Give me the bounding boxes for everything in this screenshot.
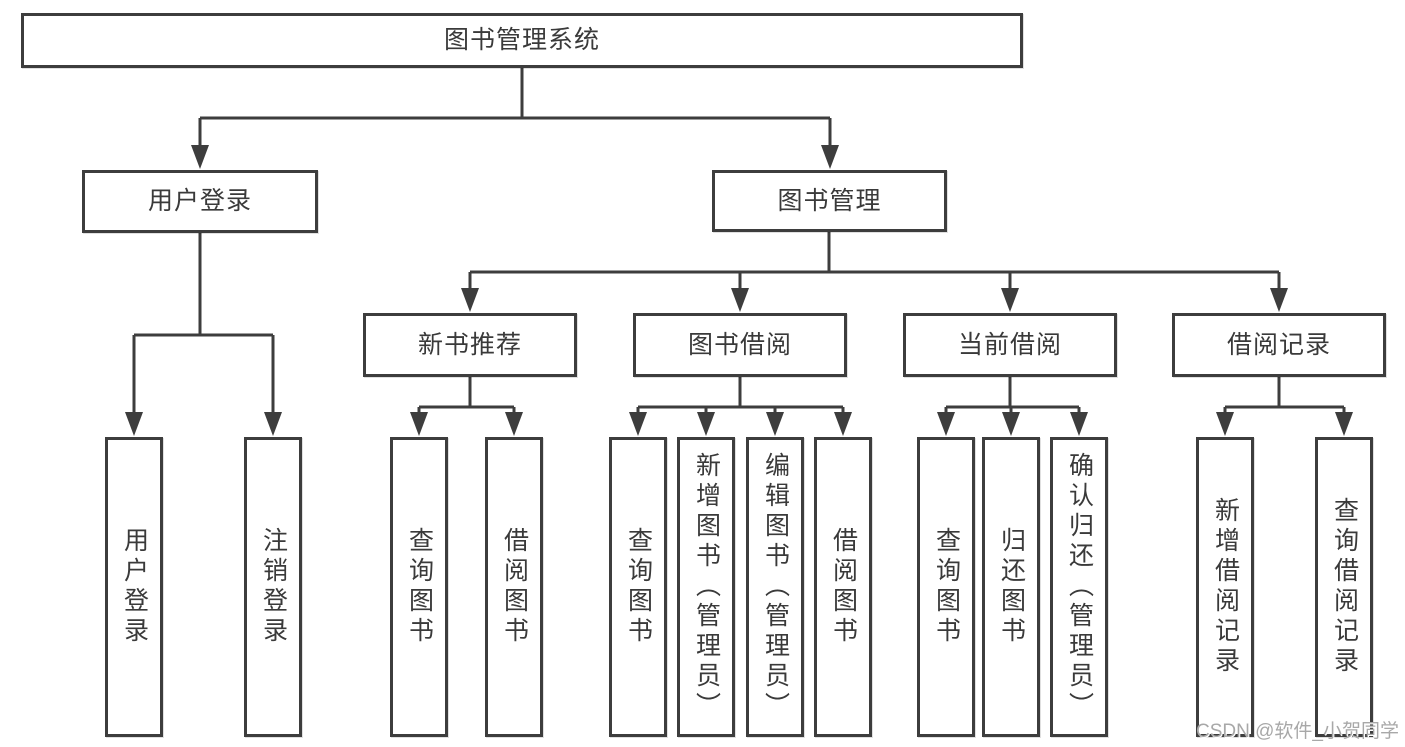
arrow-down-icon [1216,412,1234,436]
arrow-down-icon [821,145,839,169]
node-user-login: 用户登录 [82,170,318,233]
connector-book-management-to-level3 [461,232,1288,312]
node-new-book-recommend: 新书推荐 [363,313,577,377]
leaf-query-book: 查询图书 [609,437,667,737]
arrow-down-icon [410,412,428,436]
leaf-query-book: 查询图书 [390,437,448,737]
leaf-logout-login: 注销登录 [244,437,302,737]
leaf-borrow-book: 借阅图书 [485,437,543,737]
node-book-borrow: 图书借阅 [633,313,847,377]
leaf-confirm-return-admin: 确认归还（管理员） [1050,437,1108,737]
arrow-down-icon [697,412,715,436]
arrow-down-icon [731,288,749,312]
arrow-down-icon [505,412,523,436]
connector-user-login-to-leaves [125,233,282,436]
arrow-down-icon [461,288,479,312]
connector-borrow-records-to-leaves [1216,377,1353,436]
connector-book-borrow-to-leaves [629,377,852,436]
leaf-add-book-admin: 新增图书（管理员） [677,437,735,737]
node-current-borrow: 当前借阅 [903,313,1117,377]
leaf-user-login: 用户登录 [105,437,163,737]
arrow-down-icon [125,412,143,436]
leaf-edit-book-admin: 编辑图书（管理员） [746,437,804,737]
arrow-down-icon [766,412,784,436]
csdn-watermark: CSDN @软件_小贺同学 [1196,721,1399,742]
arrow-down-icon [191,145,209,169]
arrow-down-icon [629,412,647,436]
node-library-management-system: 图书管理系统 [21,13,1023,68]
leaf-return-book: 归还图书 [982,437,1040,737]
leaf-query-book: 查询图书 [917,437,975,737]
leaf-query-borrow-record: 查询借阅记录 [1315,437,1373,737]
arrow-down-icon [1070,412,1088,436]
arrow-down-icon [264,412,282,436]
arrow-down-icon [937,412,955,436]
node-book-management: 图书管理 [712,170,947,232]
node-borrow-records: 借阅记录 [1172,313,1386,377]
connector-root-to-level2 [191,68,839,169]
arrow-down-icon [1001,288,1019,312]
connector-current-borrow-to-leaves [937,377,1088,436]
leaf-borrow-book: 借阅图书 [814,437,872,737]
arrow-down-icon [1002,412,1020,436]
arrow-down-icon [1335,412,1353,436]
connector-new-book-recommend-to-leaves [410,377,523,436]
arrow-down-icon [1270,288,1288,312]
arrow-down-icon [834,412,852,436]
leaf-add-borrow-record: 新增借阅记录 [1196,437,1254,737]
